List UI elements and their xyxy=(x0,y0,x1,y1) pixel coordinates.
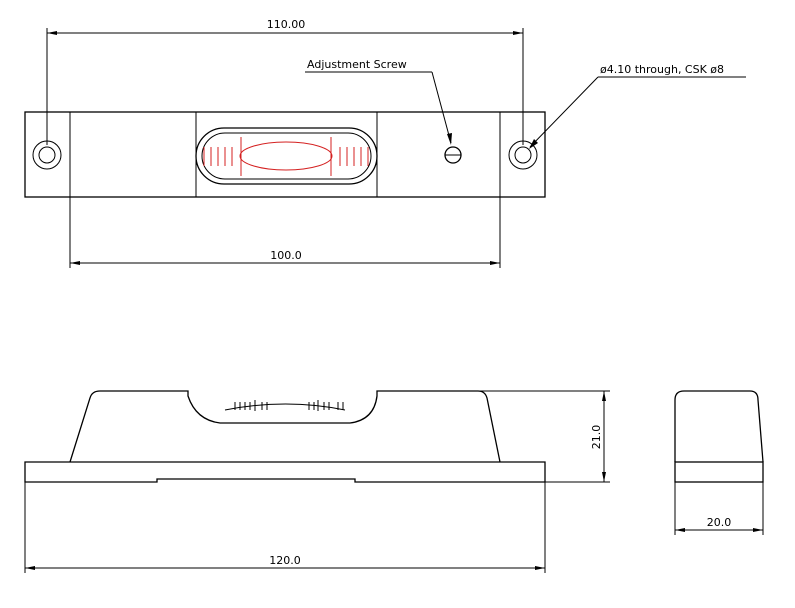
hole-callout-leader xyxy=(529,76,746,149)
dim-100-leader xyxy=(69,197,501,268)
dim-top-overall-width: 110.00 xyxy=(267,18,306,31)
dim-top-body-length: 100.0 xyxy=(270,249,302,262)
front-vial-outline xyxy=(224,403,346,411)
left-mounting-hole xyxy=(32,140,62,170)
dim-110-leader xyxy=(46,28,524,145)
top-view xyxy=(24,111,546,198)
adjustment-screw-leader xyxy=(305,71,452,145)
dim-20-leader xyxy=(674,482,764,535)
dim-21-leader xyxy=(478,390,610,483)
side-base-plate xyxy=(674,461,764,483)
dim-side-width: 20.0 xyxy=(707,516,732,529)
front-view xyxy=(24,390,546,483)
top-base-plate xyxy=(24,111,546,198)
vial-slot-outer xyxy=(195,127,378,185)
side-body-profile xyxy=(674,390,764,463)
vial-slot-inner xyxy=(201,132,372,180)
side-view xyxy=(674,390,764,483)
dim-front-total-length: 120.0 xyxy=(269,554,301,567)
front-body-profile xyxy=(69,390,501,463)
adjustment-screw-label: Adjustment Screw xyxy=(307,58,407,71)
adjustment-screw xyxy=(444,146,462,164)
dim-120-leader xyxy=(24,482,546,573)
front-base-plate xyxy=(24,461,546,483)
vial-bubble xyxy=(239,141,333,171)
front-vial-ticks xyxy=(234,400,344,411)
vial-graduations xyxy=(203,137,369,176)
dim-front-height: 21.0 xyxy=(590,425,603,450)
hole-callout-label: ø4.10 through, CSK ø8 xyxy=(600,63,724,76)
